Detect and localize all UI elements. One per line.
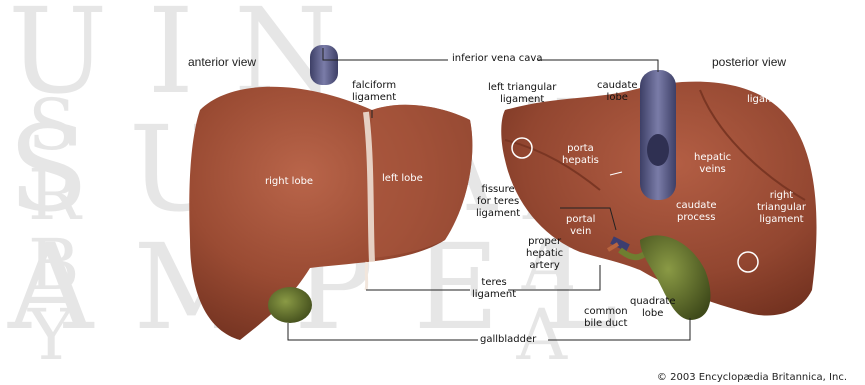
gallbladder-label: gallbladder [480,334,536,346]
anterior-ivc [310,45,338,85]
teres-ligament-label: teres ligament [472,277,516,301]
anterior-gallbladder [268,287,312,323]
copyright-text: © 2003 Encyclopædia Britannica, Inc. [657,372,847,383]
anterior-view-label: anterior view [188,55,256,69]
fissure-teres-label: fissure for teres ligament [476,184,520,220]
porta-hepatis-label: porta hepatis [562,143,599,167]
teres-ligament-anterior [366,262,367,290]
hepatic-veins-openings [647,134,669,166]
posterior-view-label: posterior view [712,55,786,69]
anterior-liver [189,45,472,340]
common-bile-duct-label: common bile duct [584,306,628,330]
coronary-ligament-label: coronary ligament [747,82,791,106]
ivc-leader-right [538,60,658,72]
left-lobe-label: left lobe [382,173,423,185]
right-lobe-label: right lobe [265,176,313,188]
ivc-leader-left [323,48,448,60]
portal-vein-label: portal vein [566,214,595,238]
quadrate-lobe-label: quadrate lobe [630,296,675,320]
left-triangular-ligament-label: left triangular ligament [488,82,556,106]
right-triangular-ligament-label: right triangular ligament [757,190,806,226]
caudate-process-label: caudate process [676,200,717,224]
caudate-lobe-label: caudate lobe [597,80,638,104]
proper-hepatic-artery-label: proper hepatic artery [526,236,563,272]
gallbladder-leader-left [288,323,478,340]
inferior-vena-cava-label: inferior vena cava [452,53,542,65]
falciform-ligament-label: falciform ligament [352,80,396,104]
hepatic-veins-label: hepatic veins [694,152,731,176]
